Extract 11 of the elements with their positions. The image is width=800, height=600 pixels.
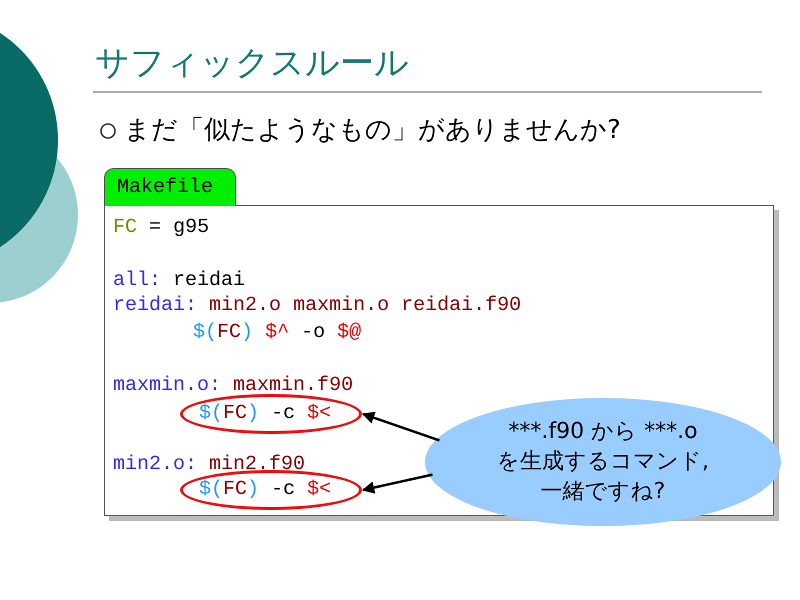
arrow bbox=[362, 473, 433, 494]
slide-title: サフィックスルール bbox=[95, 42, 409, 85]
highlight-ellipse: $(FC) -c $< bbox=[180, 394, 362, 434]
highlight-ellipse: $(FC) -c $< bbox=[180, 470, 362, 510]
code-line: FC = g95 bbox=[113, 216, 210, 240]
arrow bbox=[362, 412, 440, 442]
bullet-text: まだ「似たようなもの」がありませんか? bbox=[124, 114, 621, 147]
code-line: all: reidai bbox=[113, 269, 246, 293]
file-tab: Makefile bbox=[104, 168, 236, 206]
code-line: reidai: min2.o maxmin.o reidai.f90 bbox=[113, 294, 522, 318]
code-line: $(FC) $^ -o $@ bbox=[193, 321, 362, 345]
